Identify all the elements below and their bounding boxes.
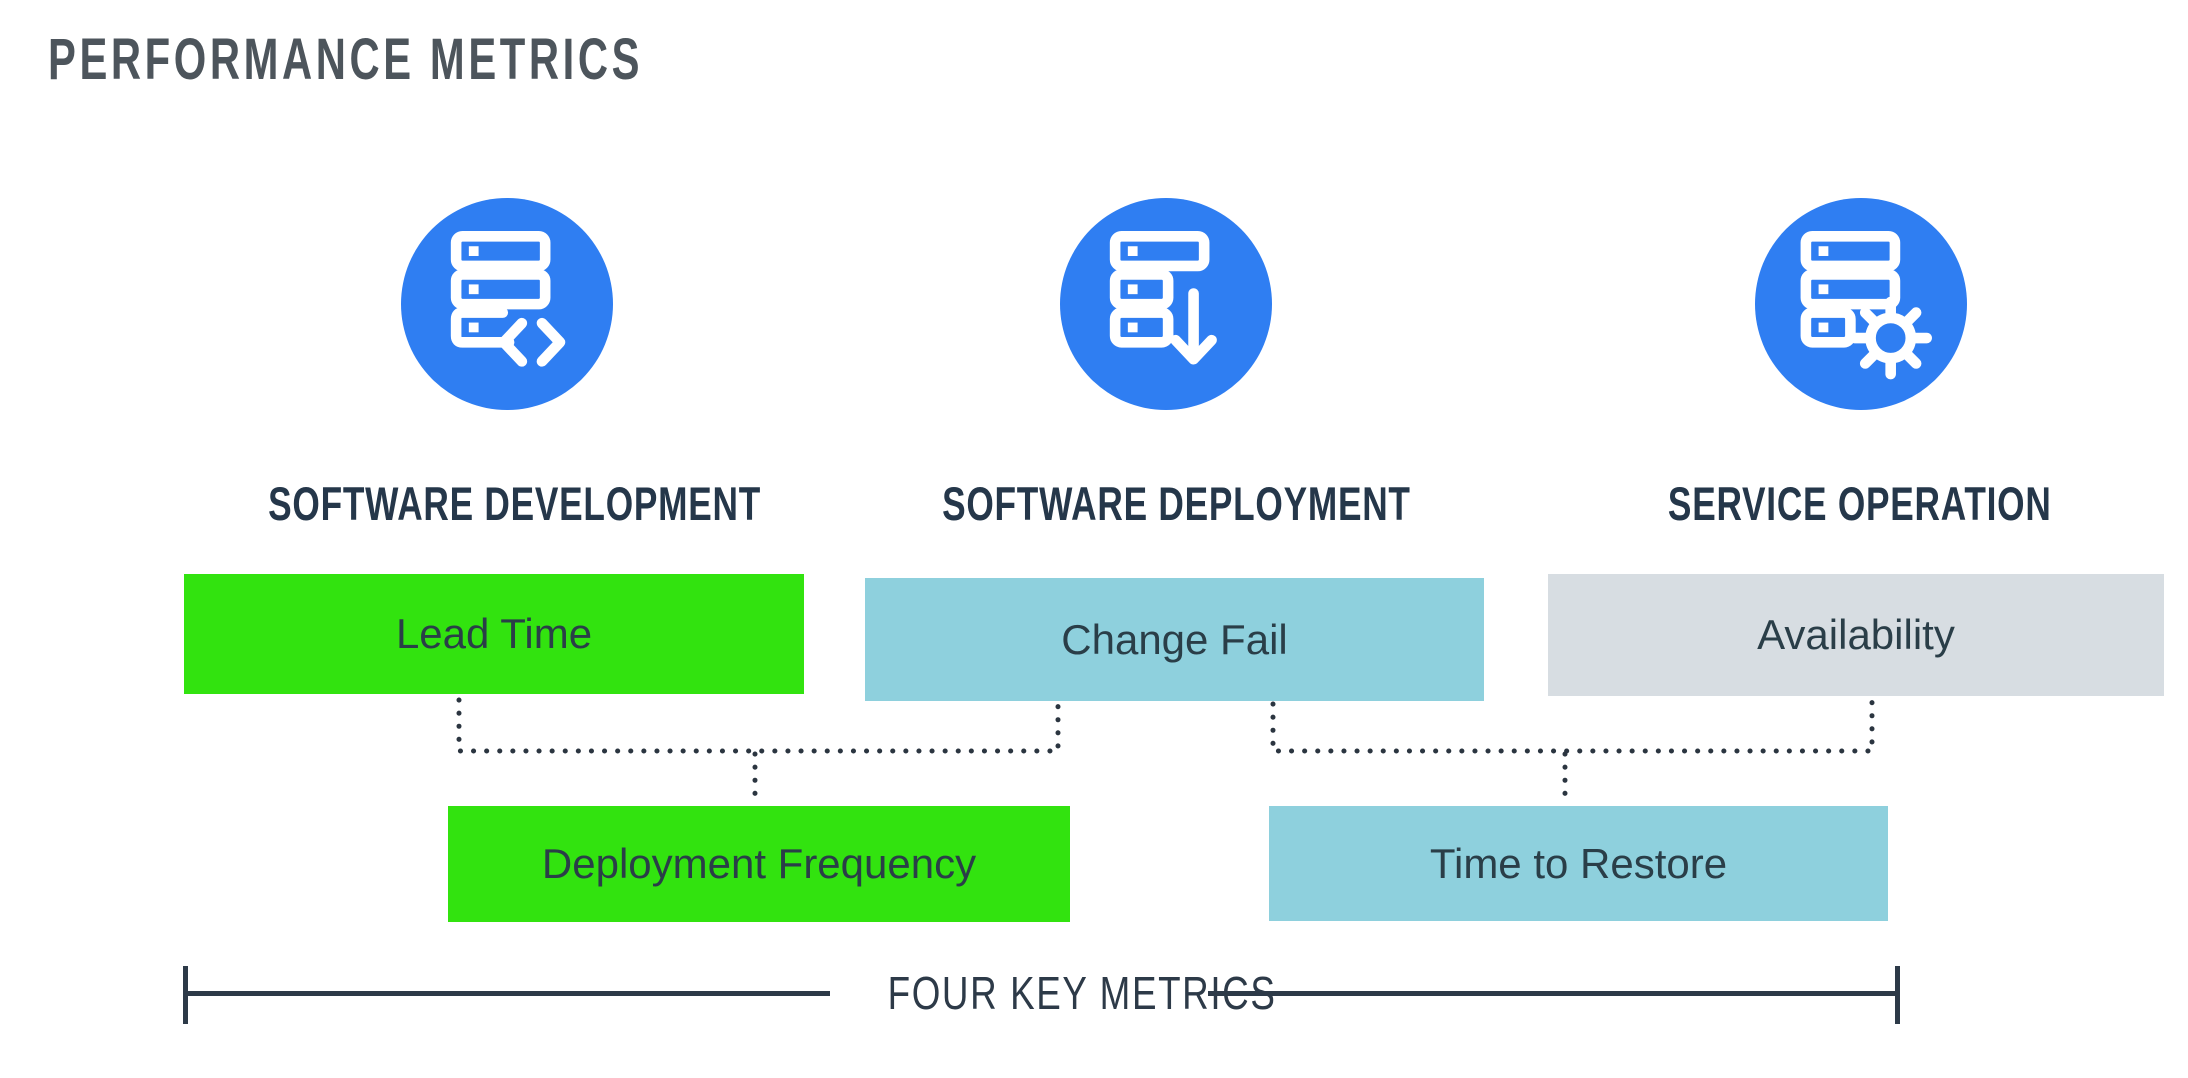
- bracket-right-tick: [1895, 966, 1900, 1024]
- metric-bar-label: Time to Restore: [1429, 839, 1728, 887]
- metric-bar-deployment-frequency: Deployment Frequency: [448, 806, 1070, 922]
- software-deployment-icon-circle: [1060, 198, 1272, 410]
- four-key-metrics-label: FOUR KEY METRICS: [839, 966, 1275, 1020]
- bracket-left-tick: [183, 966, 188, 1024]
- server-code-icon: [401, 196, 613, 413]
- server-gear-icon: [1755, 196, 1967, 413]
- service-operation-icon-circle: [1755, 198, 1967, 410]
- metric-bar-change-fail: Change Fail: [865, 578, 1484, 701]
- metric-bar-label: Deployment Frequency: [541, 840, 977, 887]
- column-header-software-deployment: SOFTWARE DEPLOYMENT: [856, 476, 1496, 531]
- column-header-label: SERVICE OPERATION: [1668, 477, 2052, 530]
- page-title: PERFORMANCE METRICS: [48, 27, 644, 92]
- bracket-right-line: [1208, 991, 1898, 996]
- bracket-left-line: [187, 991, 830, 996]
- column-header-label: SOFTWARE DEPLOYMENT: [941, 477, 1411, 530]
- metric-bar-label: Lead Time: [395, 610, 593, 657]
- column-header-service-operation: SERVICE OPERATION: [1540, 476, 2180, 531]
- column-header-label: SOFTWARE DEVELOPMENT: [268, 477, 761, 530]
- metric-bar-label: Availability: [1757, 611, 1955, 658]
- metric-bar-label: Change Fail: [1061, 615, 1288, 663]
- column-header-software-development: SOFTWARE DEVELOPMENT: [186, 476, 826, 531]
- metric-bar-time-to-restore: Time to Restore: [1269, 806, 1888, 921]
- connector-left-group: [456, 697, 1061, 754]
- server-download-icon: [1060, 196, 1272, 413]
- metric-bar-availability: Availability: [1548, 574, 2164, 696]
- metric-bar-lead-time: Lead Time: [184, 574, 804, 694]
- connector-right-group: [1270, 697, 1875, 754]
- software-development-icon-circle: [401, 198, 613, 410]
